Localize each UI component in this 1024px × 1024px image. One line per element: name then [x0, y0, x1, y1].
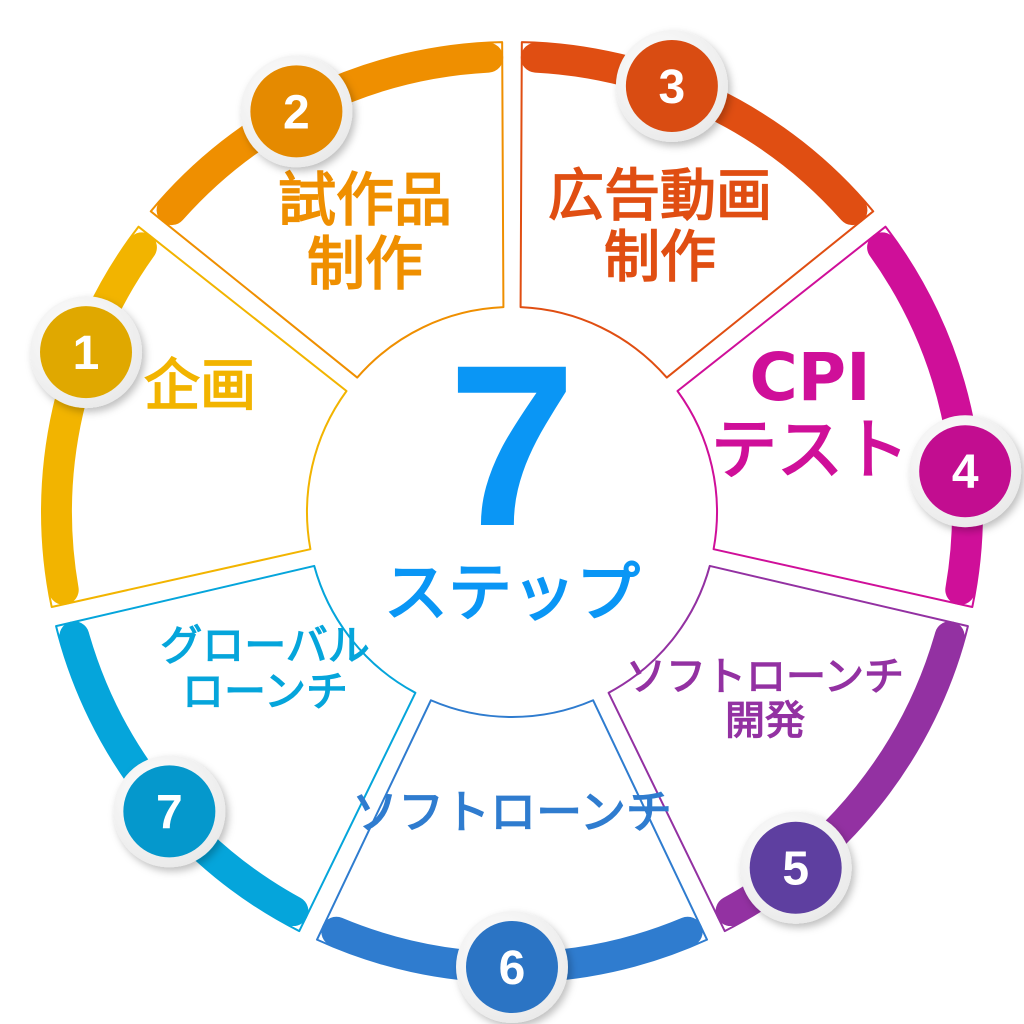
step-5-label: ソフトローンチ開発	[626, 654, 904, 744]
center-hub: 7 ステップ	[384, 317, 640, 631]
step-3-badge: 3	[615, 30, 728, 143]
step-7-number: 7	[156, 786, 183, 839]
step-2-label: 試作品制作	[278, 166, 452, 298]
step-5-number: 5	[782, 843, 809, 896]
center-label: ステップ	[384, 557, 640, 631]
step-6-label: ソフトローンチ	[352, 785, 672, 839]
step-6-number: 6	[499, 942, 526, 995]
segments-layer	[41, 41, 983, 983]
step-1-arc	[42, 232, 157, 605]
step-4-number: 4	[952, 446, 979, 499]
step-2-badge: 2	[240, 55, 353, 168]
step-1-badge: 1	[30, 296, 143, 409]
step-3-label: 広告動画制作	[548, 164, 772, 291]
step-4-arc	[867, 232, 982, 605]
step-2-number: 2	[283, 86, 310, 139]
step-1-label: 企画	[144, 354, 256, 419]
step-7-badge: 7	[113, 755, 226, 868]
step-3-number: 3	[659, 61, 686, 114]
step-7-label: グローバルローンチ	[160, 621, 370, 716]
step-4-badge: 4	[909, 415, 1022, 528]
step-5-badge: 5	[739, 811, 852, 924]
badges-layer: 1 2 3 4 5 6 7	[30, 30, 1022, 1023]
step-6-badge: 6	[456, 911, 568, 1023]
step-1-number: 1	[73, 327, 100, 380]
center-number: 7	[448, 317, 576, 574]
